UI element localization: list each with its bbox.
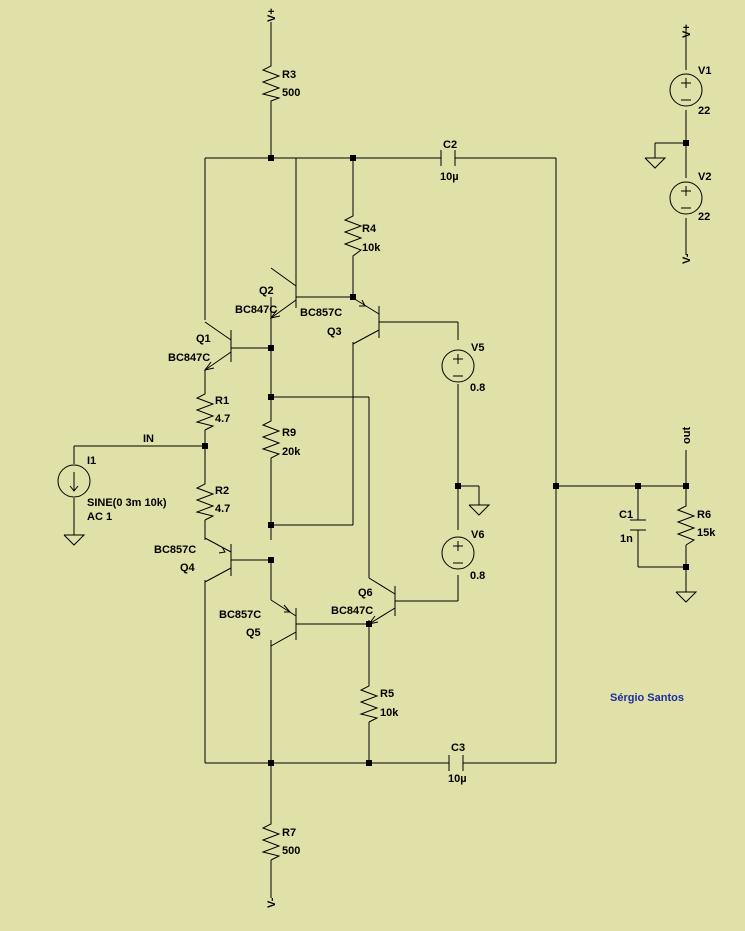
q4-model: BC857C [154,544,196,556]
c1-name: C1 [619,509,633,521]
labels: V+ V- V+ V- out IN R3 500 R4 10k R9 20k … [87,8,716,908]
q1-model: BC847C [168,352,210,364]
r4-value: 10k [362,242,381,254]
q4-name: Q4 [180,562,196,574]
junctions [202,140,689,766]
ground-symbol-v5v6 [468,504,491,516]
r6-name: R6 [697,509,711,521]
c2-value: 10µ [440,171,459,183]
v6-value: 0.8 [470,570,485,582]
capacitor-c3 [448,755,464,771]
i1-value-sine: SINE(0 3m 10k) [87,497,167,509]
author-signature: Sérgio Santos [610,692,684,704]
resistor-r7 [261,818,281,861]
r2-name: R2 [215,485,229,497]
r1-name: R1 [215,395,229,407]
q6-name: Q6 [358,587,373,599]
capacitor-c2 [440,150,456,166]
voltage-source-v2 [669,181,703,215]
resistor-r2 [195,478,215,521]
resistor-r5 [359,680,379,723]
transistor-q4 [204,537,232,583]
r5-name: R5 [380,688,394,700]
r3-value: 500 [282,87,300,99]
ground-symbol-v1v2 [644,157,667,169]
i1-name: I1 [87,455,96,467]
c2-name: C2 [443,139,457,151]
voltage-source-v6 [441,536,475,570]
resistor-r3 [261,60,281,104]
ground-symbol-out [675,591,698,603]
r4-name: R4 [362,223,377,235]
v6-name: V6 [471,529,484,541]
r9-value: 20k [282,446,301,458]
net-label-vminus-bottom: V- [266,897,278,908]
q3-name: Q3 [327,326,342,338]
v5-name: V5 [471,342,484,354]
transistor-q5 [270,599,297,647]
wires [73,22,687,898]
q5-model: BC857C [219,609,261,621]
q6-model: BC847C [331,605,373,617]
r6-value: 15k [697,527,716,539]
resistor-r6 [676,500,696,546]
resistor-r9 [261,415,281,460]
resistor-r4 [343,210,363,262]
current-source-i1 [57,464,91,498]
resistor-r1 [195,388,215,431]
v2-value: 22 [698,211,710,223]
net-label-in: IN [143,433,154,445]
v1-value: 22 [698,105,710,117]
net-label-out: out [681,427,693,444]
transistor-q3 [352,297,380,345]
q5-name: Q5 [246,627,261,639]
transistor-q1 [203,321,232,371]
c3-name: C3 [451,742,465,754]
net-label-vplus-supply: V+ [681,24,693,38]
r3-name: R3 [282,69,296,81]
transistor-q6 [367,577,396,625]
q2-model: BC847C [235,304,277,316]
r9-name: R9 [282,427,296,439]
v1-name: V1 [698,65,711,77]
net-label-vminus-supply: V- [681,253,693,264]
v5-value: 0.8 [470,382,485,394]
r7-name: R7 [282,827,296,839]
capacitor-c1 [630,519,646,531]
r1-value: 4.7 [215,413,230,425]
i1-value-ac: AC 1 [87,511,112,523]
c3-value: 10µ [448,773,467,785]
r7-value: 500 [282,845,300,857]
v2-name: V2 [698,171,711,183]
voltage-source-v5 [441,349,475,383]
r5-value: 10k [380,707,399,719]
voltage-source-v1 [669,73,703,107]
transistor-q2 [269,267,297,319]
q3-model: BC857C [300,307,342,319]
q2-name: Q2 [259,285,274,297]
ground-symbol-i1 [63,534,86,546]
c1-value: 1n [620,533,633,545]
r2-value: 4.7 [215,503,230,515]
q1-name: Q1 [196,333,211,345]
net-label-vplus-top: V+ [266,8,278,22]
